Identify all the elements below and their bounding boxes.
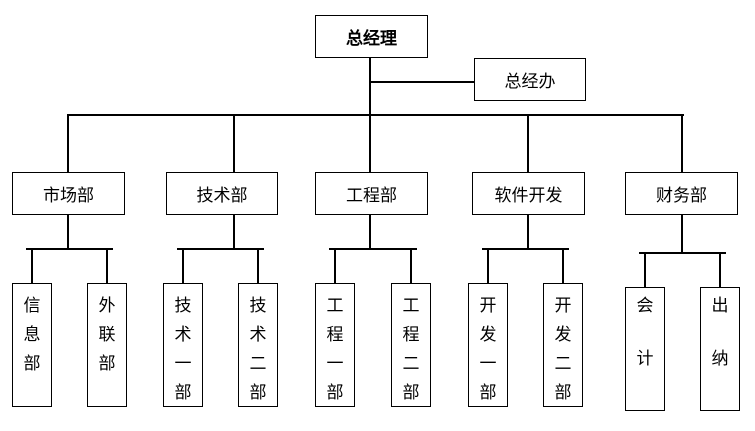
- sub-finance-cashier: 出纳: [700, 287, 740, 411]
- dept-finance: 财务部: [625, 172, 738, 215]
- sub-engineering-2: 工程二部: [391, 283, 431, 407]
- sub-development-2: 开发二部: [543, 283, 583, 407]
- root-node-general-manager: 总经理: [315, 15, 428, 58]
- dept-engineering: 工程部: [315, 172, 428, 215]
- sub-finance-accounting: 会计: [625, 287, 665, 411]
- sub-marketing-information: 信息部: [12, 283, 52, 407]
- dept-marketing: 市场部: [12, 172, 125, 215]
- sub-technology-2: 技术二部: [238, 283, 278, 407]
- dept-software-development: 软件开发: [472, 172, 585, 215]
- sub-technology-1: 技术一部: [163, 283, 203, 407]
- sub-development-1: 开发一部: [468, 283, 508, 407]
- dept-technology: 技术部: [166, 172, 278, 215]
- sub-engineering-1: 工程一部: [315, 283, 355, 407]
- sub-marketing-external-relations: 外联部: [87, 283, 127, 407]
- node-general-office: 总经办: [474, 58, 586, 101]
